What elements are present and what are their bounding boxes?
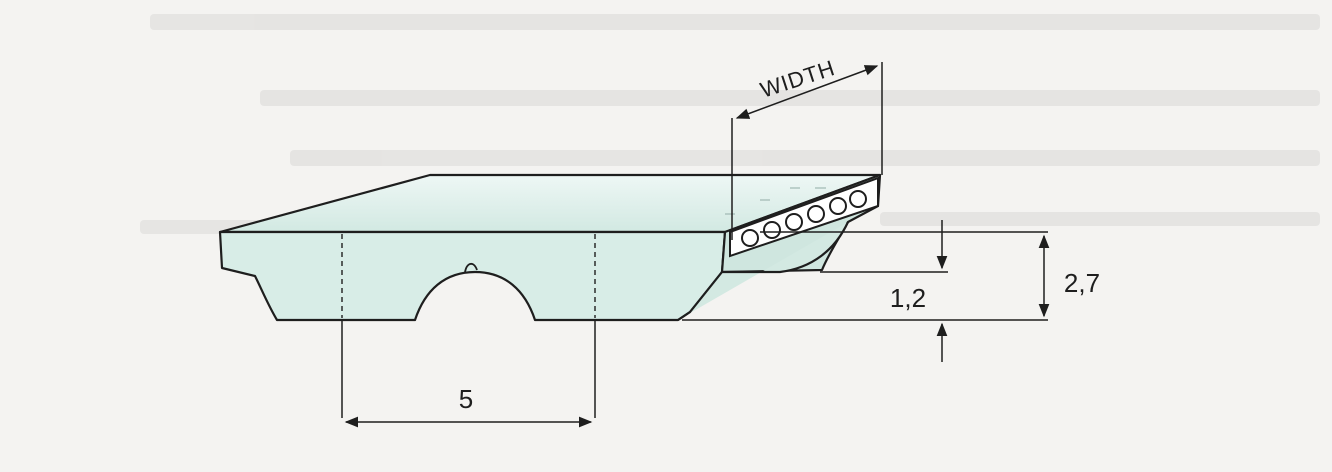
tooth-height-label: 1,2 (890, 283, 926, 313)
tension-cord (785, 213, 803, 231)
tension-cords (741, 190, 867, 247)
belt-front-face (218, 230, 727, 322)
tooth-center-lines (341, 234, 596, 318)
pitch-label: 5 (459, 384, 473, 414)
tooth-notch (464, 262, 478, 273)
width-dimension (731, 62, 883, 240)
pitch-dimension (341, 320, 596, 428)
height-extension-lines (682, 231, 1048, 321)
tension-cord (763, 221, 781, 239)
belt-side-tooth (677, 221, 849, 321)
belt-height-label: 2,7 (1064, 268, 1100, 298)
faded-background-text (140, 14, 1320, 234)
tension-cord (741, 229, 759, 247)
tension-cord (849, 190, 867, 208)
tension-cord (829, 197, 847, 215)
tension-cord (807, 205, 825, 223)
surface-shading (725, 187, 826, 215)
